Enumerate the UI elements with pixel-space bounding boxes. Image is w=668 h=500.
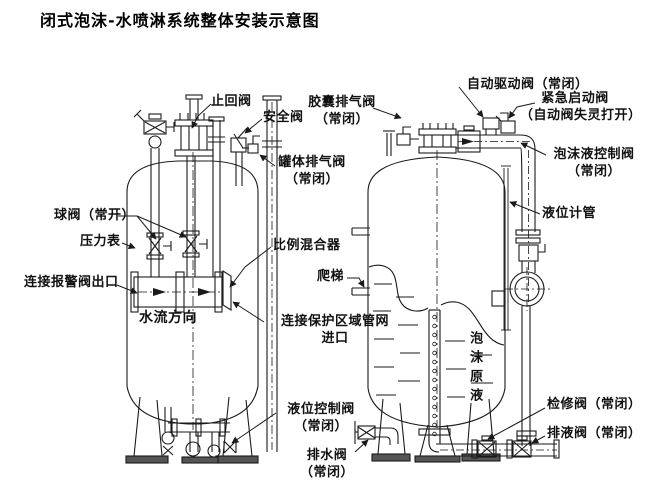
label-liquid-discharge-valve: 排液阀（常闭）	[547, 426, 642, 441]
label-pressure-gauge: 压力表	[80, 234, 121, 249]
left-tank	[125, 152, 259, 464]
left-tank-bottom-piping	[161, 407, 237, 464]
label-level-control-valve: 液位控制阀 （常闭）	[287, 402, 355, 435]
label-auto-drive-valve: 自动驱动阀（常闭）	[467, 77, 589, 92]
manifold-pipe	[130, 270, 232, 313]
label-level-gauge-pipe: 液位计管	[542, 206, 597, 221]
label-water-flow-direction: 水流方向	[139, 310, 197, 326]
label-foam-liquid-control-valve: 泡沫液控制阀 （常闭）	[553, 147, 635, 180]
label-maintenance-valve: 检修阀（常闭）	[547, 397, 642, 412]
label-emergency-start-valve: 紧急启动阀 （自动阀失灵打开）	[520, 91, 642, 124]
diagram-title: 闭式泡沫-水喷淋系统整体安装示意图	[40, 11, 320, 30]
label-bladder-vent-valve: 胶囊排气阀 （常闭）	[308, 95, 376, 128]
label-proportioner: 比例混合器	[273, 238, 341, 253]
label-protection-network-inlet: 连接保护区域管网 进口	[280, 314, 389, 347]
bladder-and-levels	[368, 264, 505, 444]
label-ladder: 爬梯	[317, 269, 345, 284]
label-alarm-valve-outlet: 连接报警阀出口	[24, 275, 119, 290]
right-tank-bottom-piping	[354, 421, 560, 459]
label-check-valve: 止回阀	[211, 94, 252, 109]
label-tank-vent-valve: 罐体排气阀 （常闭）	[278, 155, 346, 188]
leader-lines	[116, 86, 547, 453]
label-drain-valve: 排水阀 （常闭）	[299, 448, 354, 481]
label-ball-valve: 球阀（常开）	[54, 208, 136, 223]
label-foam-concentrate: 泡沫原液	[467, 331, 483, 407]
label-safety-valve: 安全阀	[263, 110, 304, 125]
riser-pipes	[133, 94, 282, 452]
